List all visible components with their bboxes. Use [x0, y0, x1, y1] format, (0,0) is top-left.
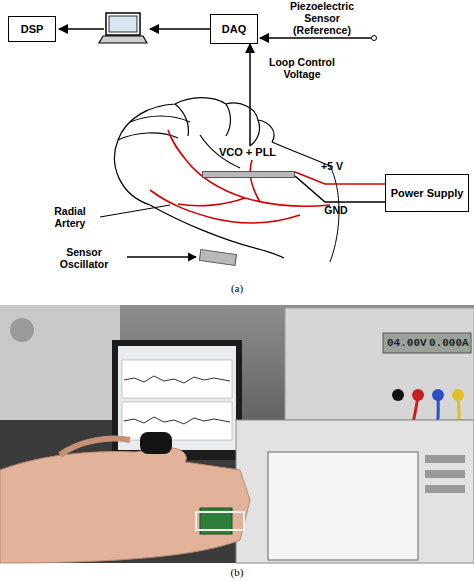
subfigure-caption: (b)	[217, 566, 257, 578]
laptop-icon	[99, 13, 147, 43]
node-text: Power Supply	[391, 187, 464, 199]
node-text-group: VCO + PLL	[219, 146, 276, 158]
power-supply-box: Power Supply	[385, 174, 469, 212]
node-text-group: DSP	[21, 23, 44, 35]
signal-arrow	[150, 28, 210, 30]
process-box: DAQ	[210, 14, 258, 44]
connector	[295, 176, 385, 202]
leader-line	[100, 205, 170, 217]
display-reading: 04.00V	[387, 337, 431, 349]
sensor-oscillator-board	[199, 250, 236, 266]
node-text-group: DAQ	[222, 23, 246, 35]
connector	[295, 172, 385, 184]
process-box: DSP	[8, 16, 56, 42]
part-label: Sensor Oscillator	[42, 246, 126, 270]
display-reading: 0.000A	[429, 337, 473, 349]
node-text: DAQ	[222, 23, 246, 35]
sensor-label: Piezoelectric Sensor (Reference)	[278, 0, 366, 36]
sensor-terminal	[372, 36, 377, 41]
leader-arrow	[127, 256, 196, 257]
subfigure-caption: (a)	[217, 282, 257, 294]
node-text-group: Power Supply	[391, 187, 464, 199]
board-outline	[202, 171, 295, 178]
part-label: Radial Artery	[40, 205, 100, 229]
artery-lines	[150, 130, 330, 223]
lab-photo	[0, 305, 474, 563]
signal-arrow	[59, 28, 104, 30]
node-text: VCO + PLL	[219, 146, 276, 158]
wire-label: GND	[316, 204, 356, 216]
hand-drawing	[115, 98, 339, 262]
connector	[249, 44, 251, 146]
circuit-board: VCO + PLL	[200, 146, 295, 178]
node-text: DSP	[21, 23, 44, 35]
reference-line	[260, 37, 371, 39]
wire-label: +5 V	[312, 160, 352, 172]
signal-label: Loop Control Voltage	[262, 56, 342, 80]
